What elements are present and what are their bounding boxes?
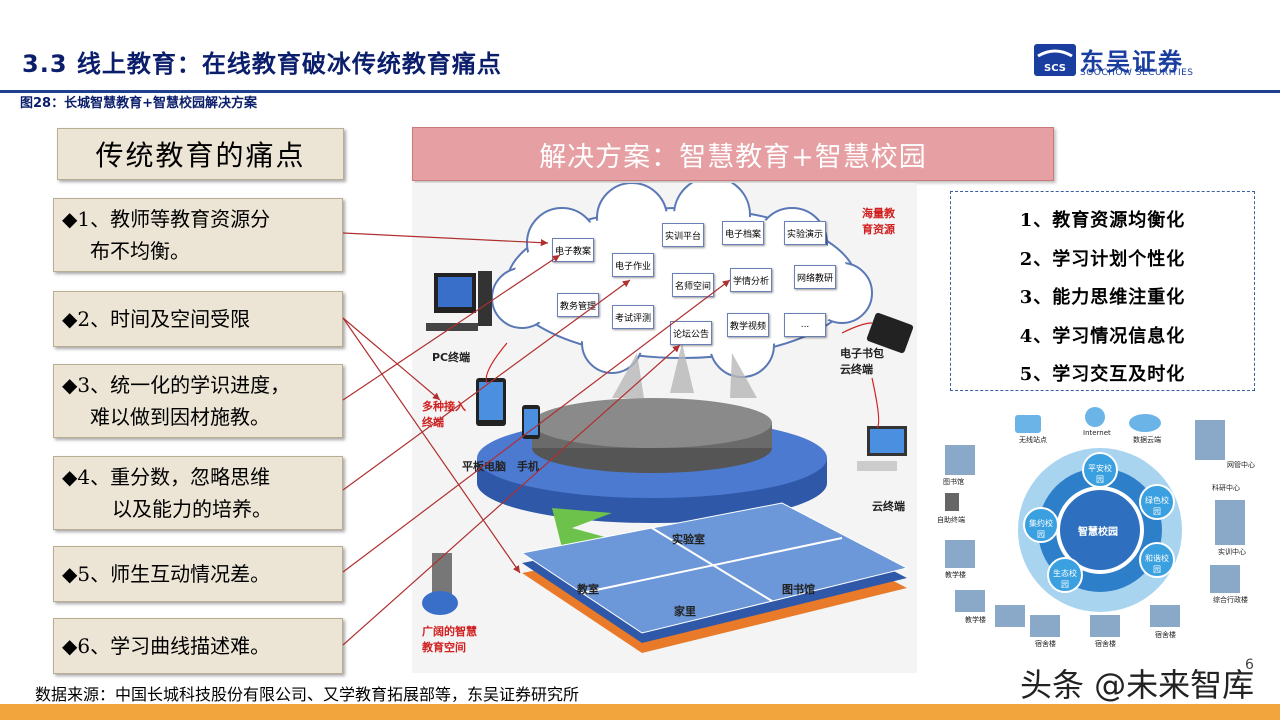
campus-outer-label: 自助终端 [937,516,965,524]
figure-caption: 图28：长城智慧教育+智慧校园解决方案 [20,96,257,111]
campus-outer-label: 数据云端 [1133,436,1161,444]
campus-ring-item: 和谐校园 [1145,554,1169,574]
campus-ring-item: 生态校园 [1053,569,1077,589]
cloud-item: 电子档案 [722,221,764,245]
cloud-item: 教学视频 [727,313,769,337]
cloud-item: 教务管理 [557,293,599,317]
watermark: 头条 @未来智库 [1020,666,1255,704]
campus-outer-label: 综合行政楼 [1213,596,1248,604]
cloud-item: ... [784,313,826,337]
campus-outer-label: 教学楼 [965,616,986,624]
platform-lab: 实验室 [672,533,705,546]
platform-library: 图书馆 [782,583,815,596]
multi-terminal-label: 多种接入终端 [422,400,466,429]
page-number: 6 [1245,657,1254,673]
cloud-item: 实训平台 [662,223,704,247]
cloud-item: 电子作业 [612,253,654,277]
cloud-item: 学情分析 [730,268,772,292]
header-divider [0,90,1280,93]
pain-point-1: ◆1、教师等教育资源分布不均衡。 [53,198,343,272]
campus-ring-item: 绿色校园 [1145,496,1169,516]
page-title: 3.3 线上教育：在线教育破冰传统教育痛点 [22,50,502,78]
cloud-item: 名师空间 [672,273,714,297]
logo-chinese: 东吴证券 [1080,48,1184,76]
campus-outer-label: Internet [1083,429,1111,437]
goal-item: 3、能力思维注重化 [1019,287,1186,309]
footer-bar [0,704,1280,720]
goal-item: 2、学习计划个性化 [1019,248,1186,270]
campus-graphics [945,407,1245,637]
campus-outer-label: 无线站点 [1019,436,1047,444]
campus-outer-label: 宿舍楼 [1095,640,1116,648]
campus-outer-label: 教学楼 [945,571,966,579]
solution-diagram: 电子教案 电子作业 实训平台 电子档案 实验演示 名师空间 学情分析 网络教研 … [412,183,917,673]
tablet-label: 平板电脑 [462,460,506,473]
campus-outer-label: 图书馆 [943,478,964,486]
goal-item: 4、学习情况信息化 [1019,325,1186,347]
pain-point-6: ◆6、学习曲线描述难。 [53,618,343,674]
campus-outer-label: 科研中心 [1212,484,1240,492]
cloud-item: 电子教案 [552,238,594,262]
solution-title: 解决方案：智慧教育+智慧校园 [412,127,1054,181]
cloud-item: 实验演示 [784,221,826,245]
goal-item: 5、学习交互及时化 [1019,364,1186,386]
company-logo: SCS 东吴证券 SOOCHOW SECURITIES [1034,44,1214,78]
phone-label: 手机 [517,460,539,473]
pain-points-title: 传统教育的痛点 [57,128,344,180]
pain-point-5: ◆5、师生互动情况差。 [53,546,343,602]
campus-outer-label: 实训中心 [1218,548,1246,556]
pain-point-3: ◆3、统一化的学识进度，难以做到因材施教。 [53,364,343,438]
ebook-label: 电子书包云终端 [840,347,884,376]
campus-center: 智慧校园 [1078,527,1118,538]
campus-outer-label: 宿舍楼 [1155,631,1176,639]
goals-list: 1、教育资源均衡化 2、学习计划个性化 3、能力思维注重化 4、学习情况信息化 … [950,191,1255,391]
resource-label: 海量教育资源 [862,207,895,236]
goal-item: 1、教育资源均衡化 [1019,210,1186,231]
pain-point-4: ◆4、重分数，忽略思维以及能力的培养。 [53,456,343,530]
platform-classroom: 教室 [577,583,599,596]
campus-ring-item: 平安校园 [1088,464,1112,484]
cloud-item: 论坛公告 [670,321,712,345]
campus-outer-label: 网管中心 [1227,461,1255,469]
space-label: 广阔的智慧教育空间 [422,625,477,654]
platform-home: 家里 [674,605,696,618]
logo-english: SOOCHOW SECURITIES [1080,68,1194,78]
svg-text:SCS: SCS [1044,63,1066,74]
scs-logo-icon: SCS [1034,44,1076,76]
cloud-item: 考试评测 [612,305,654,329]
pc-label: PC终端 [432,351,471,364]
source-note: 数据来源：中国长城科技股份有限公司、又学教育拓展部等，东吴证券研究所 [35,685,580,704]
pain-point-2: ◆2、时间及空间受限 [53,291,343,347]
campus-outer-label: 宿舍楼 [1035,640,1056,648]
cloud-item: 网络教研 [794,265,836,289]
smart-campus-diagram: 智慧校园 平安校园 绿色校园 和谐校园 生态校园 集约校园 无线站点 Inter… [935,405,1270,655]
diagram-graphics [422,183,914,653]
campus-ring-item: 集约校园 [1029,519,1053,539]
cloud-terminal-label: 云终端 [872,500,905,513]
